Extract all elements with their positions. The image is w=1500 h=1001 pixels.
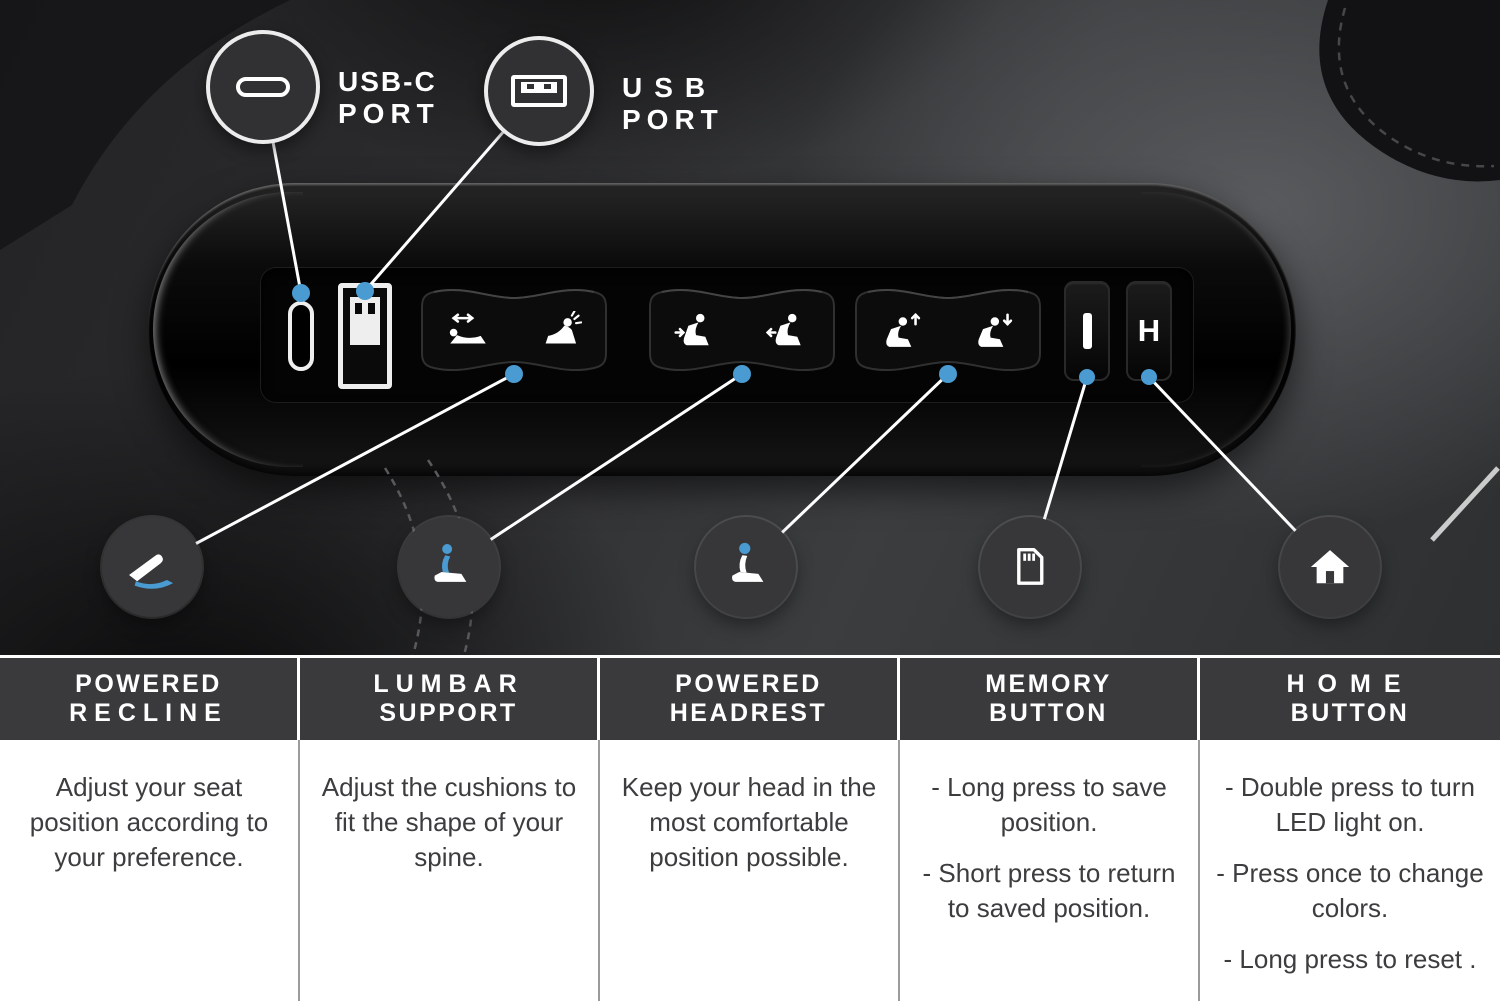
feature-description: Adjust your seat position according to y… <box>29 772 269 873</box>
recline-flat-arrows-icon <box>449 313 486 344</box>
memory-button <box>1064 281 1110 381</box>
header-powered-recline: POWERED RECLINE <box>0 658 300 740</box>
header-line: LUMBAR <box>373 669 524 698</box>
headrest-rocker-button <box>852 283 1044 377</box>
powered-headrest-circle <box>696 517 796 617</box>
powered-recline-circle <box>102 517 202 617</box>
usb-c-callout-circle <box>206 30 320 144</box>
rocker-shape <box>649 288 835 372</box>
cell-memory-button: - Long press to save position. - Short p… <box>900 740 1200 1001</box>
header-line: MEMORY <box>985 669 1112 698</box>
lumbar-support-circle <box>399 517 499 617</box>
cell-home-button: - Double press to turn LED light on. - P… <box>1200 740 1500 1001</box>
header-line: BUTTON <box>989 699 1108 727</box>
usb-c-port <box>288 301 314 371</box>
highlight-piping <box>1430 466 1500 542</box>
feature-table: POWERED RECLINE LUMBAR SUPPORT POWERED H… <box>0 655 1500 1001</box>
usb-port-icon <box>511 75 567 107</box>
lumbar-out-icon <box>766 313 801 346</box>
header-line: HOME <box>1286 669 1414 698</box>
memory-indicator-icon <box>1082 313 1092 349</box>
lumbar-rocker-button <box>646 283 838 377</box>
header-powered-headrest: POWERED HEADREST <box>600 658 900 740</box>
feature-description: Adjust the cushions to fit the shape of … <box>321 772 577 873</box>
header-memory-button: MEMORY BUTTON <box>900 658 1200 740</box>
usb-c-port-icon <box>236 77 290 97</box>
recline-person-icon <box>545 311 582 344</box>
usb-label: USB PORT <box>622 72 724 136</box>
stitch-line-top-right <box>1337 7 1495 168</box>
home-button-circle <box>1280 517 1380 617</box>
header-line: BUTTON <box>1290 699 1410 727</box>
home-icon <box>1310 550 1350 584</box>
leather-corner <box>1319 0 1500 182</box>
usb-a-port <box>338 283 392 389</box>
feature-bullet: - Double press to turn LED light on. <box>1224 772 1475 838</box>
product-photo: H USB-C PORT USB PORT <box>0 0 1500 655</box>
rocker-shape <box>855 288 1041 372</box>
lumbar-support-icon <box>434 544 467 582</box>
header-line: HEADREST <box>669 699 828 727</box>
powered-headrest-icon <box>732 542 764 582</box>
memory-button-circle <box>980 517 1080 617</box>
header-lumbar-support: LUMBAR SUPPORT <box>300 658 600 740</box>
usb-a-tongue <box>350 297 380 345</box>
usb-c-label: USB-C PORT <box>338 66 440 130</box>
header-home-button: HOME BUTTON <box>1200 658 1500 740</box>
header-line: POWERED <box>675 669 822 698</box>
header-line: RECLINE <box>69 699 228 727</box>
cell-powered-headrest: Keep your head in the most comfortable p… <box>600 740 900 1001</box>
feature-bullet: - Long press to reset . <box>1223 944 1477 975</box>
recline-seat-icon <box>129 554 174 589</box>
headrest-down-icon <box>978 313 1013 347</box>
cell-lumbar-support: Adjust the cushions to fit the shape of … <box>300 740 600 1001</box>
home-button: H <box>1126 281 1172 381</box>
recline-rocker-button <box>418 283 610 377</box>
home-button-label: H <box>1137 313 1161 348</box>
memory-card-icon <box>1017 547 1044 585</box>
feature-description: Keep your head in the most comfortable p… <box>621 772 877 873</box>
header-line: SUPPORT <box>379 699 518 727</box>
feature-bullet: - Short press to return to saved positio… <box>922 858 1176 924</box>
feature-bullet: - Press once to change colors. <box>1216 858 1484 924</box>
cell-powered-recline: Adjust your seat position according to y… <box>0 740 300 1001</box>
headrest-up-icon <box>886 312 921 347</box>
usb-callout-circle <box>484 36 594 146</box>
seat-control-panel: H <box>148 183 1296 476</box>
lumbar-in-icon <box>674 313 709 346</box>
rocker-shape <box>421 288 607 372</box>
feature-bullet: - Long press to save position. <box>931 772 1167 838</box>
header-line: POWERED <box>75 669 222 698</box>
